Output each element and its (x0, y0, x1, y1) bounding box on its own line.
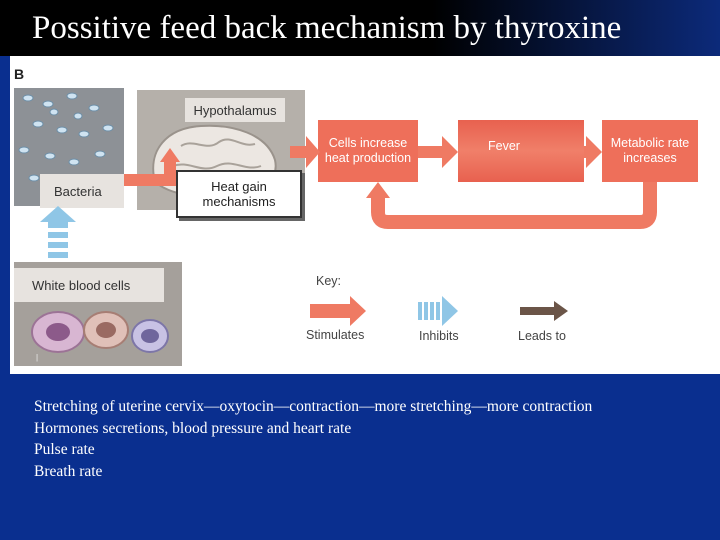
arrow-bacteria-head (160, 148, 180, 162)
panel-letter: B (14, 66, 25, 82)
wbc-label: White blood cells (14, 268, 164, 302)
feedback-diagram: B Bacteria Hypothalamus Heat g (10, 56, 720, 374)
text-line-4: Breath rate (34, 462, 103, 480)
arrow-bacteria-to-brain (124, 158, 176, 186)
arrow-fever-to-metabolic (584, 136, 602, 168)
key-inhibits-label: Inhibits (419, 329, 459, 343)
wbc-image: | (31, 311, 169, 362)
body-text: Stretching of uterine cervix—oxytocin—co… (34, 396, 592, 482)
slide-title: Possitive feed back mechanism by thyroxi… (32, 10, 622, 46)
feedback-loop-arrow (371, 182, 657, 229)
key-stimulates-label: Stimulates (306, 328, 365, 342)
arrows-layer (40, 136, 657, 326)
text-line-2: Hormones secretions, blood pressure and … (34, 419, 352, 437)
fever-box: Fever (458, 120, 584, 182)
text-line-1: Stretching of uterine cervix—oxytocin—co… (34, 398, 593, 415)
key-stimulates-arrow (310, 296, 366, 326)
key-inhibits-arrow (418, 296, 458, 326)
title-bar (0, 0, 720, 56)
bacteria-label: Bacteria (40, 174, 124, 208)
fever-label: Fever (488, 138, 520, 153)
arrow-wbc-to-bacteria (40, 206, 76, 258)
metabolic-box: Metabolic rate increases (602, 120, 698, 182)
feedback-loop-head (366, 182, 390, 198)
scale-mark: | (36, 353, 38, 362)
hypothalamus-label: Hypothalamus (185, 98, 285, 122)
key-leads-arrow (520, 301, 568, 321)
text-line-3: Pulse rate (34, 441, 95, 458)
key-leads-label: Leads to (518, 329, 566, 343)
cells-increase-box: Cells increase heat production (318, 120, 418, 182)
heat-gain-box: Heat gain mechanisms (176, 170, 302, 218)
key-title: Key: (316, 274, 342, 288)
arrow-cells-to-fever (418, 136, 458, 168)
arrow-brain-to-cells (290, 136, 320, 168)
